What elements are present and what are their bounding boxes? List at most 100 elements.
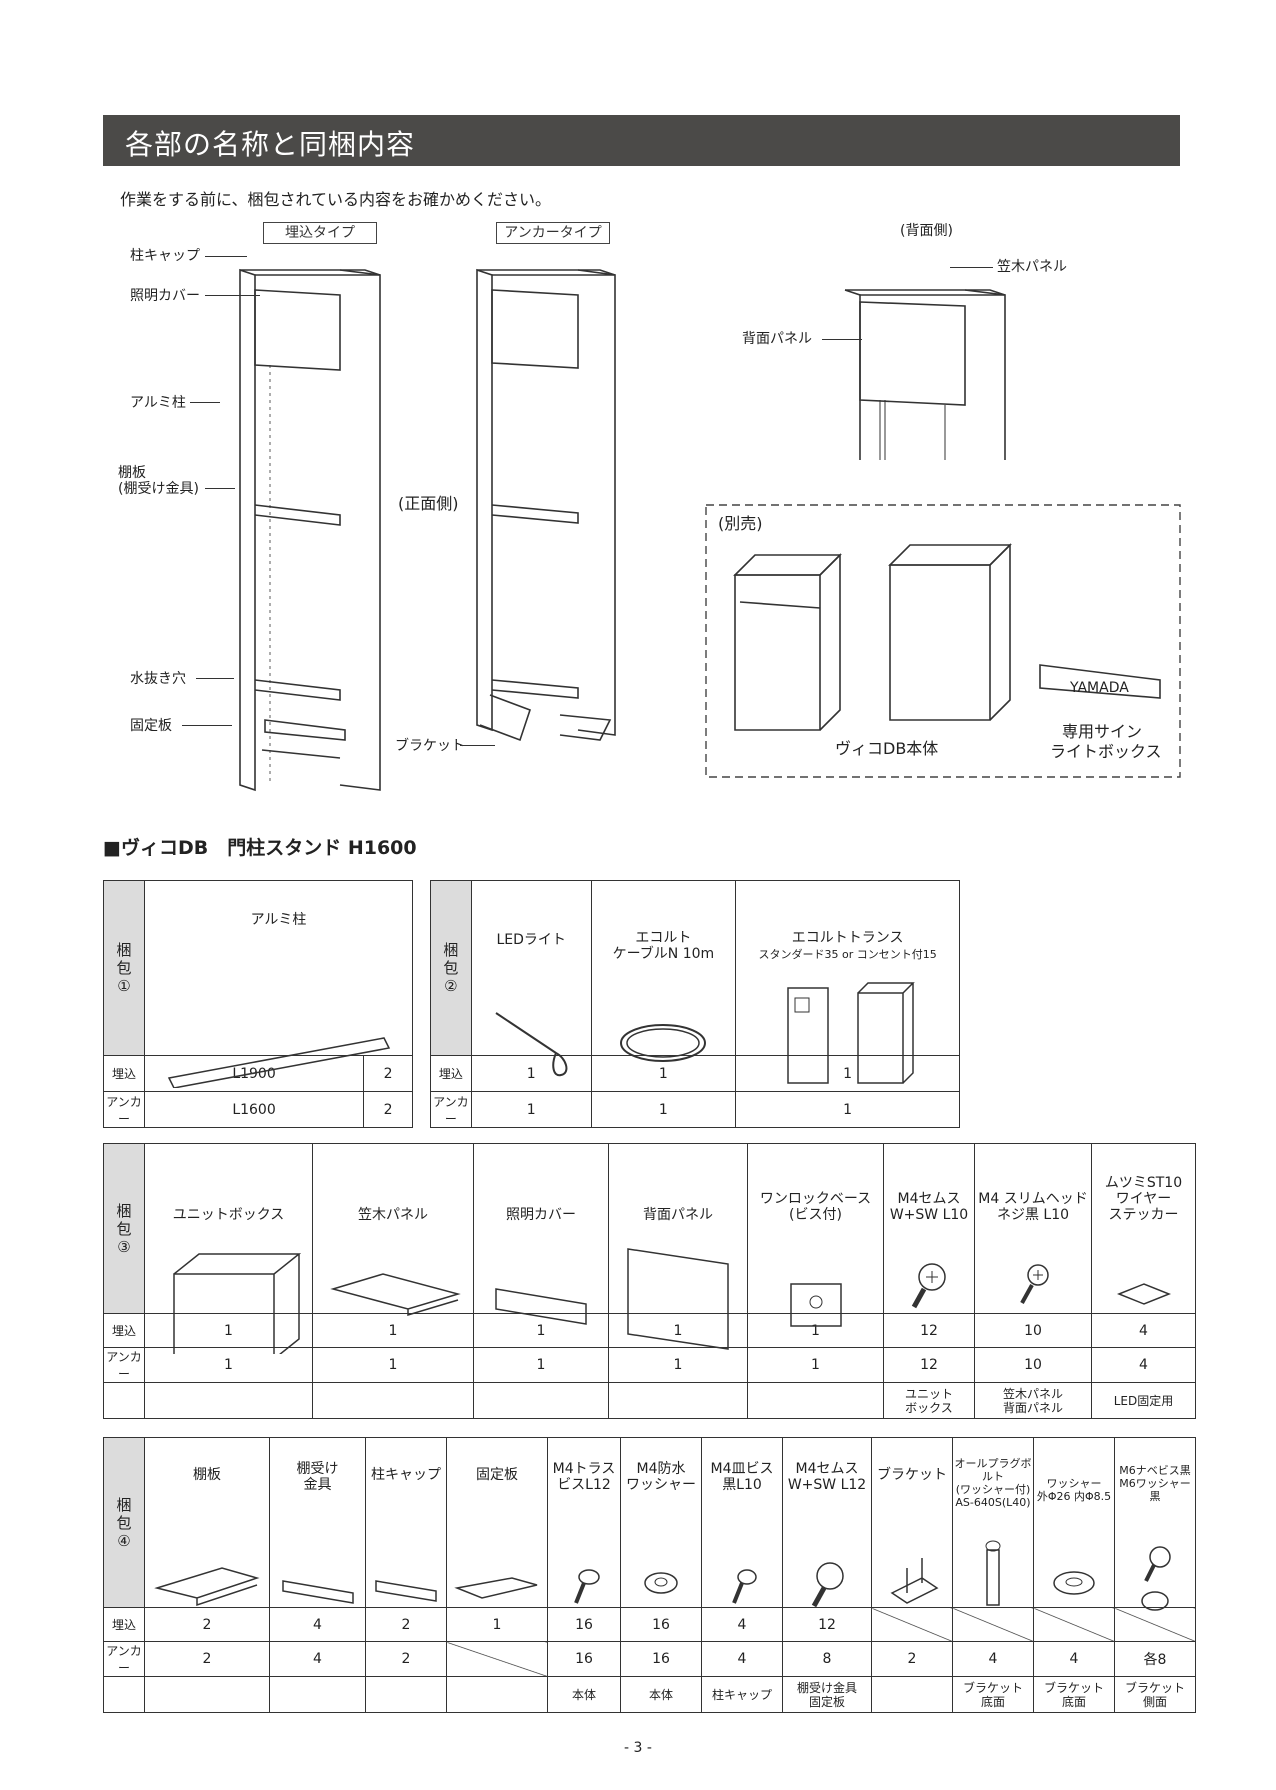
not-applicable-cell	[446, 1641, 548, 1677]
leader-line	[822, 339, 862, 340]
pack4-item-cell: M4皿ビス黒L10	[701, 1437, 783, 1608]
intro-text: 作業をする前に、梱包されている内容をお確かめください。	[120, 190, 552, 209]
shelf-bracket-icon	[281, 1579, 354, 1604]
item-name: 笠木パネル	[358, 1206, 428, 1223]
pack4-item-cell: 棚受け金具	[269, 1437, 366, 1608]
large-washer-icon	[1053, 1570, 1095, 1595]
label-light-cover: 照明カバー	[130, 288, 200, 304]
leader-line	[460, 745, 495, 746]
qty-cell: 2	[365, 1607, 447, 1642]
pack4-item-cell: M4防水ワッシャー	[620, 1437, 702, 1608]
section-heading: ■ヴィコDB 門柱スタンド H1600	[103, 837, 417, 859]
not-applicable-cell	[871, 1607, 953, 1642]
pack2-item-cell: エコルトトランススタンダード35 or コンセント付15	[735, 880, 960, 1084]
shelf-board-icon	[154, 1566, 260, 1606]
leader-line	[205, 295, 260, 296]
leader-line	[205, 256, 247, 257]
truss-screw-icon	[574, 1568, 600, 1604]
leader-line	[182, 725, 232, 726]
usage-note: LED固定用	[1091, 1382, 1196, 1419]
sems-screw-icon	[811, 1561, 844, 1607]
item-name: 柱キャップ	[371, 1466, 441, 1483]
item-name: LEDライト	[496, 932, 566, 948]
pillar-cap-icon	[375, 1579, 437, 1602]
item-name: M4 スリムヘッドネジ黒 L10	[978, 1190, 1088, 1223]
leader-line	[950, 267, 993, 268]
label-bracket: ブラケット	[395, 738, 465, 754]
pack1-item-cell: アルミ柱	[144, 880, 413, 1088]
label-back-panel: 背面パネル	[742, 331, 812, 347]
qty-cell: 4	[701, 1607, 783, 1642]
label-shelf: 棚板	[118, 465, 146, 481]
back-panel-icon	[627, 1247, 729, 1350]
qty-cell: 1	[144, 1347, 313, 1383]
label-front-side: (正面側)	[398, 494, 459, 513]
usage-note: 棚受け金具固定板	[782, 1676, 872, 1713]
label-sign-2: ライトボックス	[1050, 742, 1162, 761]
item-name: ユニットボックス	[172, 1206, 285, 1223]
bracket-icon	[890, 1557, 939, 1604]
row-label-anchor: アンカー	[103, 1347, 145, 1383]
item-name: ブラケット	[877, 1466, 947, 1483]
usage-note: ユニットボックス	[883, 1382, 975, 1419]
qty-cell: 2	[144, 1641, 270, 1677]
transformer-icon	[786, 982, 915, 1084]
led-light-icon	[495, 1012, 568, 1077]
qty-cell: 16	[620, 1607, 702, 1642]
qty-cell: 1	[470, 1091, 592, 1128]
qty-cell: 16	[620, 1641, 702, 1677]
qty-cell: 1	[590, 1091, 737, 1128]
qty-cell: 4	[269, 1607, 366, 1642]
label-kasagi-panel: 笠木パネル	[997, 259, 1067, 275]
pack4-item-cell: ブラケット	[871, 1437, 953, 1608]
pack3-item-cell: M4 スリムヘッドネジ黒 L10	[974, 1143, 1092, 1314]
item-name: エコルトトランススタンダード35 or コンセント付15	[758, 930, 937, 961]
qty-cell: 2	[365, 1641, 447, 1677]
pack4-item-cell: オールプラグボルト(ワッシャー付)AS-640S(L40)	[952, 1437, 1034, 1608]
qty-cell: 4	[269, 1641, 366, 1677]
item-name: M4皿ビス黒L10	[710, 1460, 774, 1493]
qty-cell: 16	[547, 1641, 621, 1677]
qty-cell: 10	[974, 1313, 1092, 1348]
qty-cell: 1	[312, 1313, 474, 1348]
not-applicable-cell	[1033, 1607, 1115, 1642]
row-label-embed: 埋込	[103, 1607, 145, 1642]
pack3-item-cell: ワンロックベース(ビス付)	[747, 1143, 884, 1327]
item-name: M4防水ワッシャー	[626, 1460, 696, 1493]
leader-line	[190, 402, 220, 403]
row-label-embed: 埋込	[103, 1055, 145, 1092]
pack3-item-cell: ユニットボックス	[144, 1143, 313, 1354]
row-label-anchor: アンカー	[103, 1091, 145, 1128]
row-label-embed: 埋込	[103, 1313, 145, 1348]
title-bar: 各部の名称と同梱内容	[103, 115, 1180, 166]
label-sold-separately: (別売)	[718, 514, 763, 533]
row-label-anchor: アンカー	[430, 1091, 472, 1128]
item-name: 固定板	[476, 1466, 518, 1483]
page-number: - 3 -	[624, 1740, 652, 1756]
label-vico-body: ヴィコDB本体	[835, 739, 939, 758]
usage-note: 本体	[620, 1676, 702, 1713]
sign-text: YAMADA	[1070, 680, 1129, 696]
light-cover-icon	[495, 1287, 587, 1325]
pack3-item-cell: 笠木パネル	[312, 1143, 474, 1316]
usage-note: ブラケット底面	[952, 1676, 1034, 1713]
tag-anchor-type: アンカータイプ	[496, 222, 610, 244]
qty-cell: 1	[312, 1347, 474, 1383]
qty-cell: 2	[871, 1641, 953, 1677]
label-aluminum-pillar: アルミ柱	[130, 395, 186, 411]
qty-cell: 4	[1091, 1347, 1196, 1383]
qty-cell: 12	[883, 1347, 975, 1383]
